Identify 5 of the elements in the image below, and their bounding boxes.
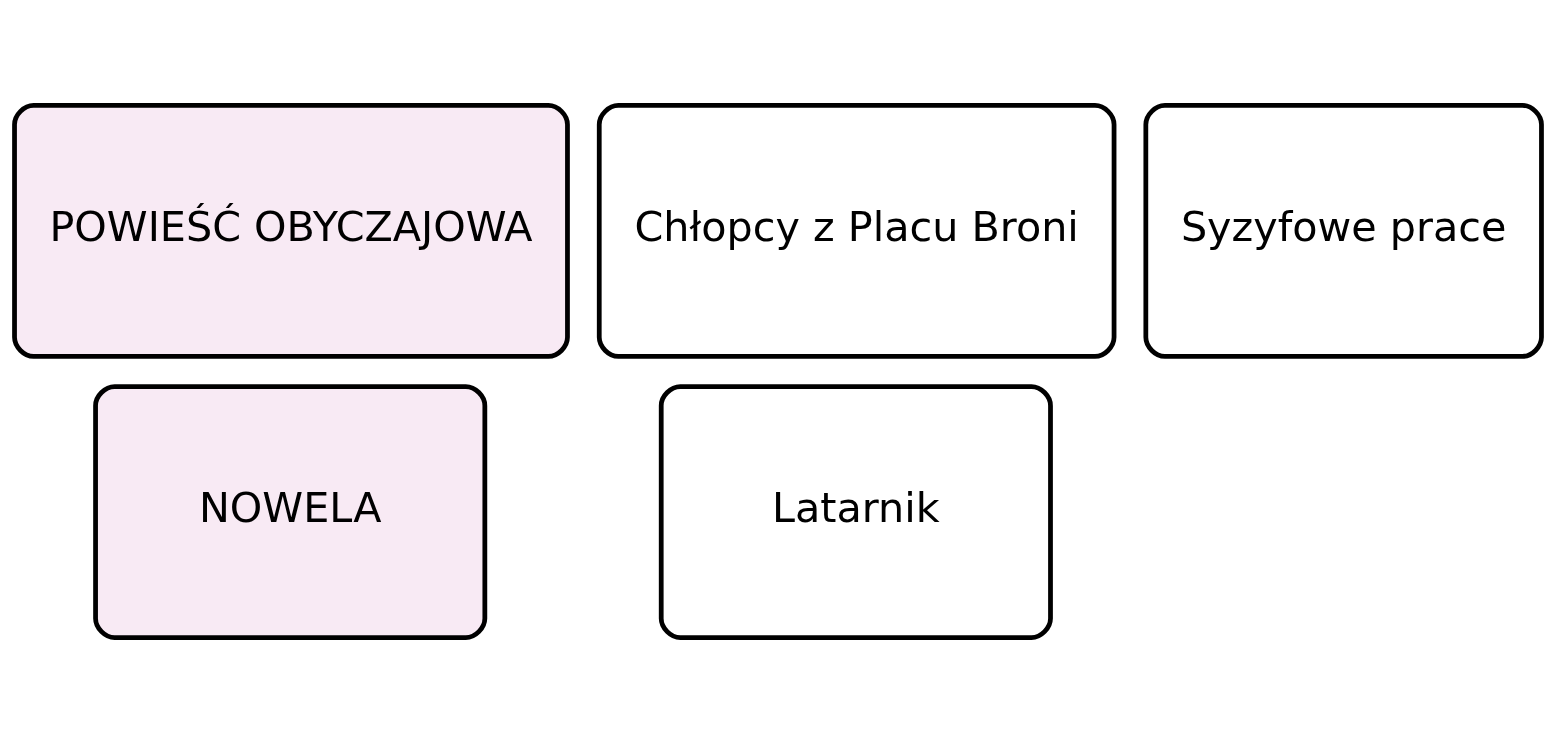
node-box: Latarnik	[658, 383, 1053, 640]
node-box: Syzyfowe prace	[1143, 102, 1544, 359]
node-box: POWIEŚĆ OBYCZAJOWA	[12, 102, 570, 359]
node-box: NOWELA	[93, 383, 488, 640]
node-box: Chłopcy z Placu Broni	[596, 102, 1117, 359]
